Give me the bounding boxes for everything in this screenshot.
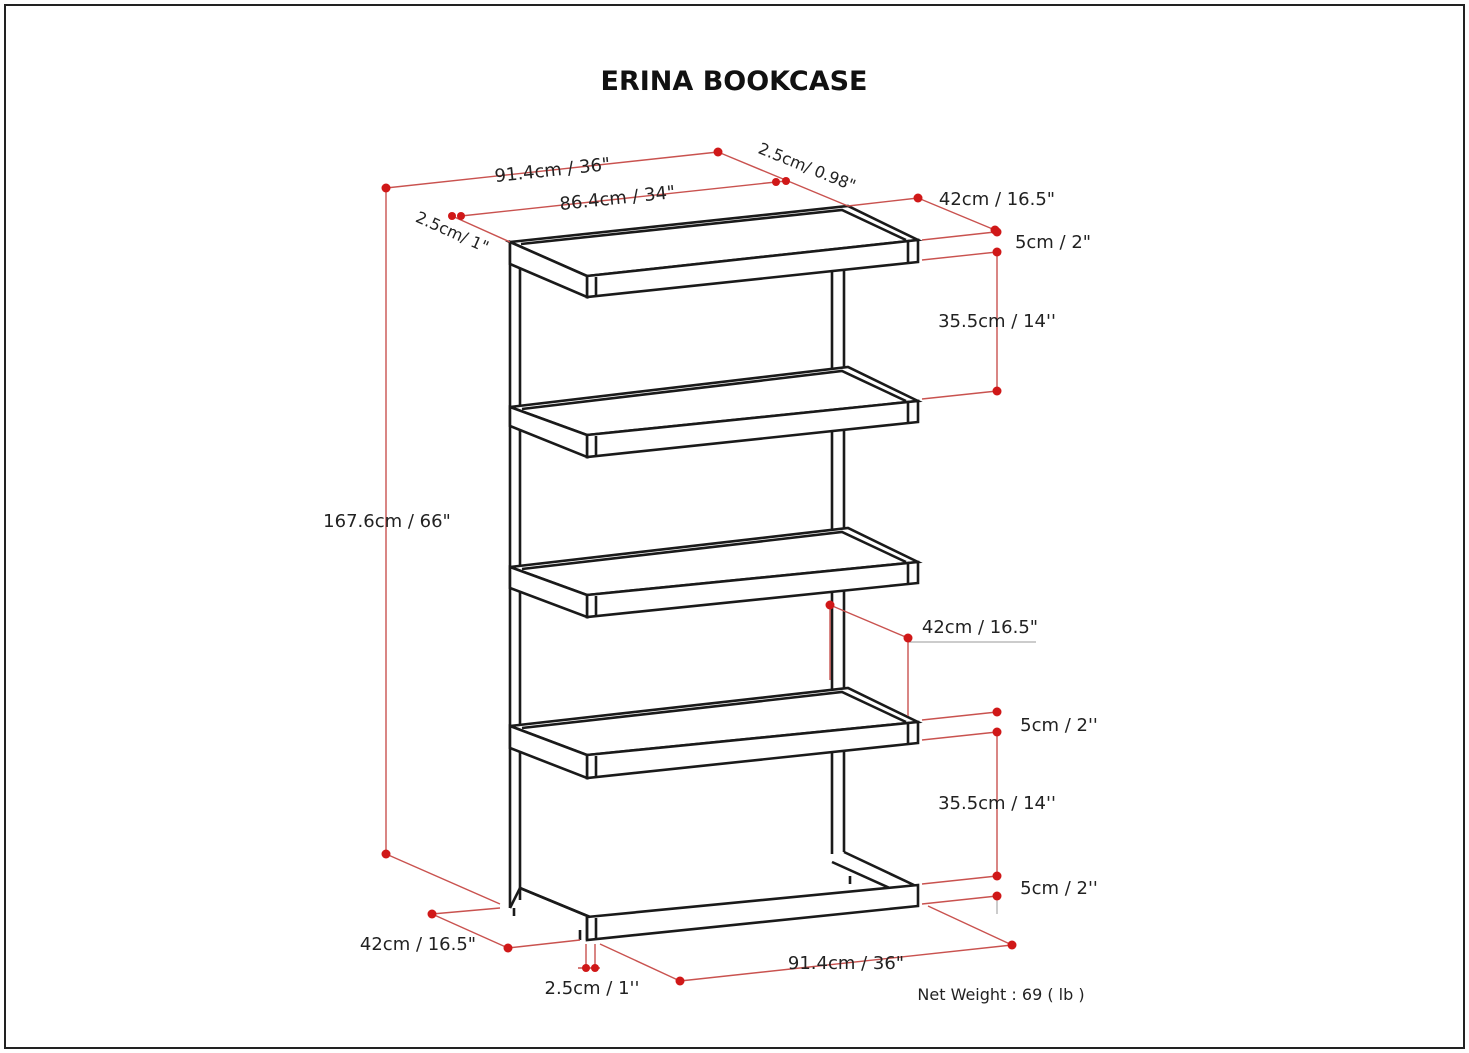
label-total-height: 167.6cm / 66": [323, 511, 451, 532]
shelf-3: [508, 526, 923, 619]
base-runner-back: [843, 850, 917, 888]
label-base-thickness: 5cm / 2'': [1020, 878, 1098, 899]
label-shelf-thickness-mid: 5cm / 2'': [1020, 715, 1098, 736]
label-bottom-width: 91.4cm / 36": [788, 953, 904, 974]
label-top-width: 91.4cm / 36": [494, 154, 612, 187]
label-shelf-spacing-top: 35.5cm / 14'': [938, 311, 1056, 332]
dimension-dots: [381, 147, 1017, 986]
base-rail: [508, 883, 920, 942]
diagram-title: ERINA BOOKCASE: [601, 66, 868, 97]
label-shelf-thickness-top: 5cm / 2": [1015, 232, 1091, 253]
net-weight: Net Weight : 69 ( lb ): [917, 985, 1084, 1004]
label-leg-thickness: 2.5cm / 1'': [545, 978, 640, 999]
drawing-border: [4, 4, 1465, 1049]
label-top-depth: 42cm / 16.5": [939, 189, 1055, 210]
shelf-1: [505, 204, 923, 299]
label-mid-depth: 42cm / 16.5": [922, 617, 1038, 638]
label-bottom-depth: 42cm / 16.5": [360, 934, 476, 955]
shelf-4: [508, 686, 923, 780]
shelf-2: [508, 365, 923, 459]
label-shelf-spacing-bottom: 35.5cm / 14'': [938, 793, 1056, 814]
shelves: [505, 204, 923, 942]
dimension-lines: [385, 151, 1036, 982]
label-top-frame-thickness: 2.5cm/ 0.98": [756, 139, 859, 195]
label-inner-width: 86.4cm / 34": [559, 182, 677, 215]
